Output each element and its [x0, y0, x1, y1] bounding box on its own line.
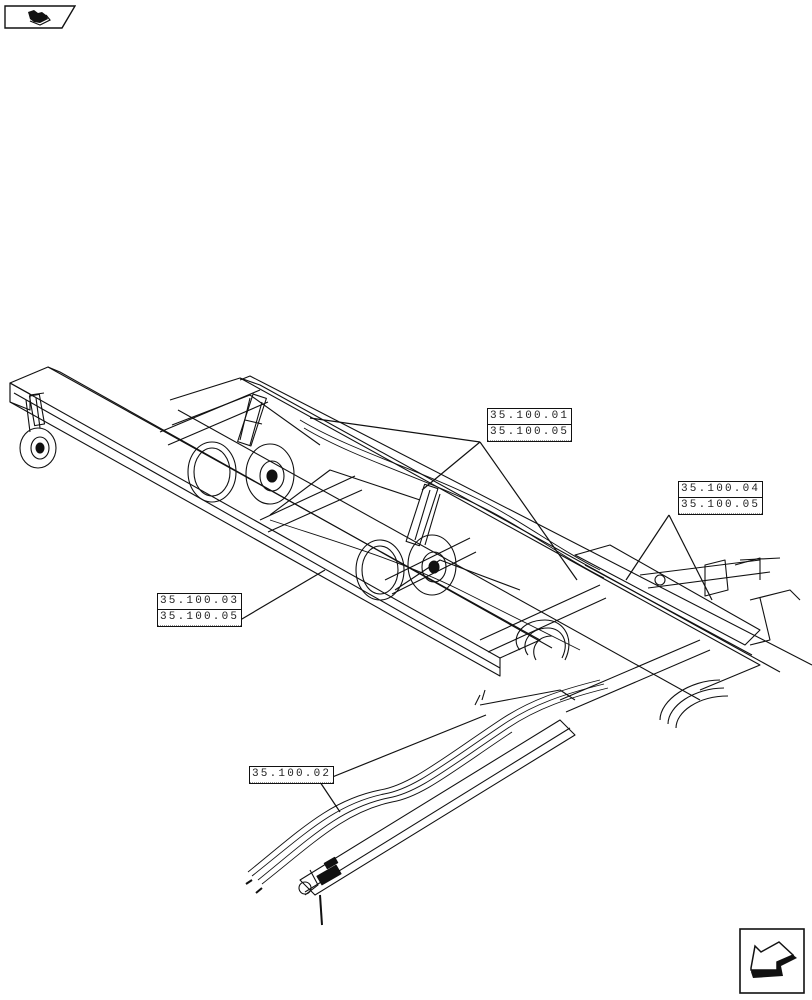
gauge-wheel [19, 392, 57, 469]
wheel-pair-1 [187, 393, 295, 505]
hydraulic-hoses [245, 419, 609, 894]
callout-4-ref-1[interactable]: 35.100.02 [250, 767, 334, 783]
callout-3-ref-2[interactable]: 35.100.05 [158, 609, 242, 626]
section-tab-book-icon[interactable] [4, 5, 76, 29]
wheel-pair-2 [355, 483, 457, 601]
callout-1-ref-2[interactable]: 35.100.05 [488, 424, 572, 441]
leader-lines [229, 417, 713, 813]
callout-3-ref-1[interactable]: 35.100.03 [160, 595, 240, 607]
callout-2[interactable]: 35.100.04 35.100.05 [678, 481, 764, 515]
callout-1[interactable]: 35.100.01 35.100.05 [487, 408, 573, 442]
wheel-pair-3 [515, 619, 729, 729]
callout-1-ref-1[interactable]: 35.100.01 [490, 410, 570, 422]
callout-4[interactable]: 35.100.02 [249, 766, 335, 784]
callout-2-ref-1[interactable]: 35.100.04 [681, 483, 761, 495]
drawbar-tongue [298, 689, 576, 926]
rear-toolbar [574, 544, 801, 656]
callout-3[interactable]: 35.100.03 35.100.05 [157, 593, 243, 627]
callout-2-ref-2[interactable]: 35.100.05 [679, 497, 763, 514]
main-frame [9, 366, 812, 713]
arrow-left-down-icon[interactable] [739, 928, 805, 994]
